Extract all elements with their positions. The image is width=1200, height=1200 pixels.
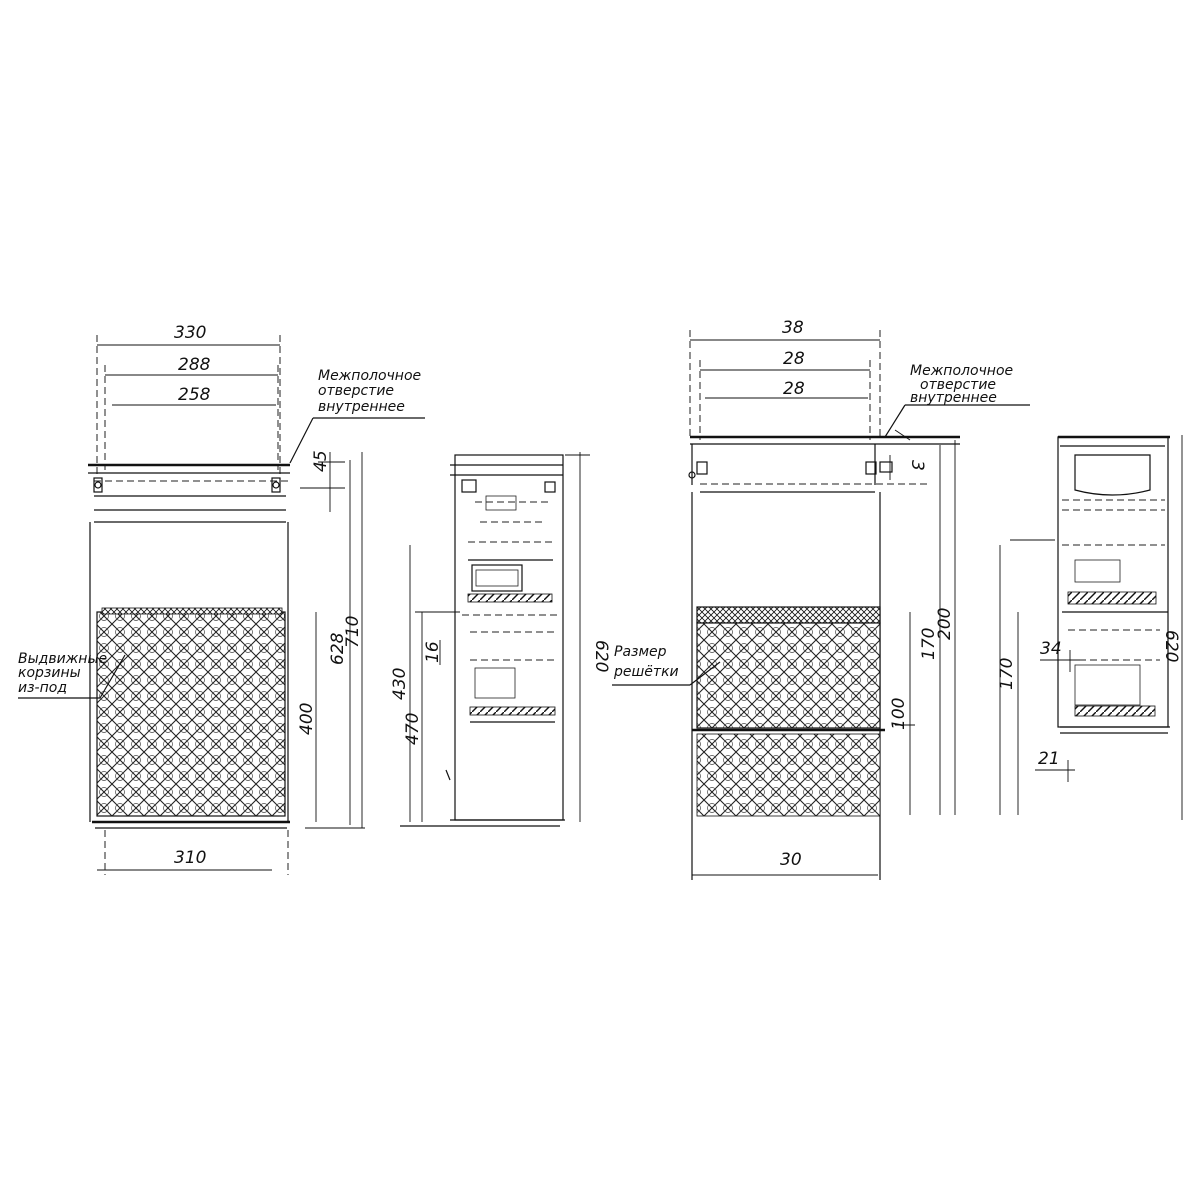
- v1-note-left-2: корзины: [18, 665, 81, 681]
- v2-dim-height: 620: [591, 640, 611, 672]
- v1-dim-top-inner: 258: [178, 385, 211, 405]
- v3-dim-top-height: 3: [907, 460, 927, 471]
- v1-dim-bottom-width: 310: [174, 848, 206, 868]
- v4-dim-bottom: 21: [1038, 749, 1060, 769]
- v3-dim-top-mid: 28: [783, 349, 805, 369]
- v1-note-left-3: из-под: [18, 680, 67, 696]
- v3-dim-total-1: 170: [919, 628, 939, 660]
- v3-note-right-top-2: отверстие: [920, 377, 996, 393]
- v1-dim-top-height: 45: [311, 450, 331, 472]
- v3-dim-lower-height: 100: [889, 698, 909, 730]
- view3-front: 38 28 28 30 3 170 200 100 Межполочное: [612, 318, 1030, 880]
- v4-dim-mid-height: 170: [997, 658, 1017, 690]
- v3-note-right-top-3: внутреннее: [910, 390, 997, 406]
- v2-dim-mid-height: 430: [390, 668, 410, 700]
- v2-dim-lower: 470: [403, 713, 423, 745]
- v1-note-right-top-3: внутреннее: [318, 399, 405, 415]
- v3-dim-top-inner: 28: [783, 379, 805, 399]
- v1-note-right-top-2: отверстие: [318, 383, 394, 399]
- v1-dim-total-2: 710: [343, 616, 363, 648]
- v1-dim-top-outer: 330: [174, 323, 206, 343]
- v1-note-left-1: Выдвижные: [18, 651, 107, 667]
- view4-side: 620 170 34 21: [997, 435, 1183, 820]
- v3-note-left-2: решётки: [613, 664, 679, 680]
- v1-dim-total-1: 628: [328, 632, 348, 665]
- v3-note-left-1: Размер: [614, 644, 667, 660]
- v3-note-right-top-1: Межполочное: [910, 363, 1013, 379]
- v1-note-right-top-1: Межполочное: [318, 368, 421, 384]
- v1-dim-top-mid: 288: [178, 355, 211, 375]
- v1-dim-lower-height: 400: [297, 703, 317, 735]
- v4-dim-height: 620: [1161, 630, 1181, 662]
- v3-dim-bottom-width: 30: [780, 850, 802, 870]
- v2-dim-gap: 16: [423, 641, 443, 663]
- view2-side: 620 430 470 16: [390, 452, 611, 827]
- v3-dim-total-2: 200: [935, 608, 955, 640]
- v4-dim-gap: 34: [1040, 639, 1062, 659]
- v3-dim-top-outer: 38: [782, 318, 804, 338]
- view1-front: 330 288 258 310 45 628: [18, 323, 425, 875]
